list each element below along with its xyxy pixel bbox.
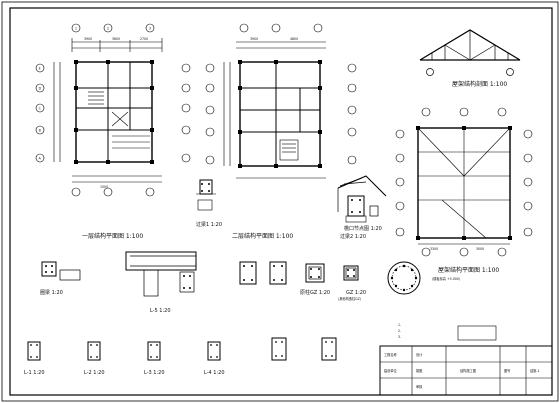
roof-elevation — [419, 29, 521, 76]
beam-sections — [27, 337, 337, 361]
tb-sheet-no: 结施-1 — [530, 368, 540, 373]
tb-project-name: 工程名称 — [384, 352, 398, 357]
gz-note: (其他构造柱GZ) — [338, 296, 361, 301]
dim-text: 3000 — [476, 247, 484, 251]
dim-text: 3900 — [84, 37, 92, 41]
axis-label: B — [39, 129, 41, 133]
gz-title: GZ 1:20 — [346, 290, 366, 296]
roof-plan-note: (楼板标高 +5.000) — [432, 276, 460, 281]
l5-title: L-5 1:20 — [150, 308, 171, 314]
axis-label: A — [39, 157, 42, 161]
dim-text: 4800 — [290, 37, 298, 41]
tb-check: 审核 — [416, 384, 423, 389]
tb-design: 设计 — [416, 352, 423, 357]
axis-label: D — [39, 87, 42, 91]
tb-draft: 制图 — [416, 368, 422, 373]
detail-lintel-2 — [345, 195, 367, 223]
l3-title: L-3 1:20 — [144, 370, 165, 376]
title-block — [379, 325, 553, 396]
note-3: 3. — [398, 335, 401, 339]
axis-label: C — [39, 107, 42, 111]
detail-circle-column — [387, 261, 421, 295]
plan-2 — [205, 23, 357, 179]
lintel-2-title: 过梁2 1:20 — [340, 233, 366, 240]
detail-gz-original — [305, 263, 325, 283]
detail-l5 — [125, 251, 287, 297]
note-1: 1. — [398, 323, 401, 327]
dim-text: 3600 — [112, 37, 120, 41]
gz-original-title: 原柱GZ 1:20 — [300, 289, 330, 296]
detail-gz — [343, 265, 359, 281]
lintel-1-title: 过梁1 1:20 — [196, 221, 222, 228]
detail-eave — [337, 175, 387, 217]
ring-beam-title: 圈梁 1:20 — [40, 289, 63, 296]
detail-lintel-beam — [41, 261, 81, 281]
roof-plan-title: 屋架结构平面图 1:100 — [438, 266, 499, 274]
tb-drawing-title: 结构施工图 — [460, 368, 476, 373]
plan-1 — [35, 23, 191, 197]
axis-label: E — [39, 67, 41, 71]
roof-plan — [395, 107, 533, 257]
detail-lintel-1 — [196, 179, 216, 211]
dim-text: 1500 — [100, 185, 108, 189]
tb-client: 建设单位 — [384, 368, 398, 373]
eave-title: 檐口节点图 1:20 — [344, 225, 382, 232]
l2-title: L-2 1:20 — [84, 370, 105, 376]
l4-title: L-4 1:20 — [204, 370, 225, 376]
plan-2-title: 二层结构平面图 1:100 — [232, 232, 293, 240]
note-2: 2. — [398, 329, 401, 333]
axis-label: 1 — [75, 27, 77, 31]
l1-title: L-1 1:20 — [24, 370, 45, 376]
axis-label: 2 — [107, 27, 109, 31]
tb-sheet-label: 图号 — [504, 368, 510, 373]
dim-text: 3300 — [430, 247, 438, 251]
plan-1-title: 一层结构平面图 1:100 — [82, 232, 143, 240]
dim-text: 3900 — [250, 37, 258, 41]
sheet-inner-frame — [9, 7, 553, 396]
dim-text: 2700 — [140, 37, 148, 41]
roof-elevation-title: 屋架结构剖面 1:100 — [452, 80, 507, 88]
axis-label: 3 — [149, 27, 151, 31]
